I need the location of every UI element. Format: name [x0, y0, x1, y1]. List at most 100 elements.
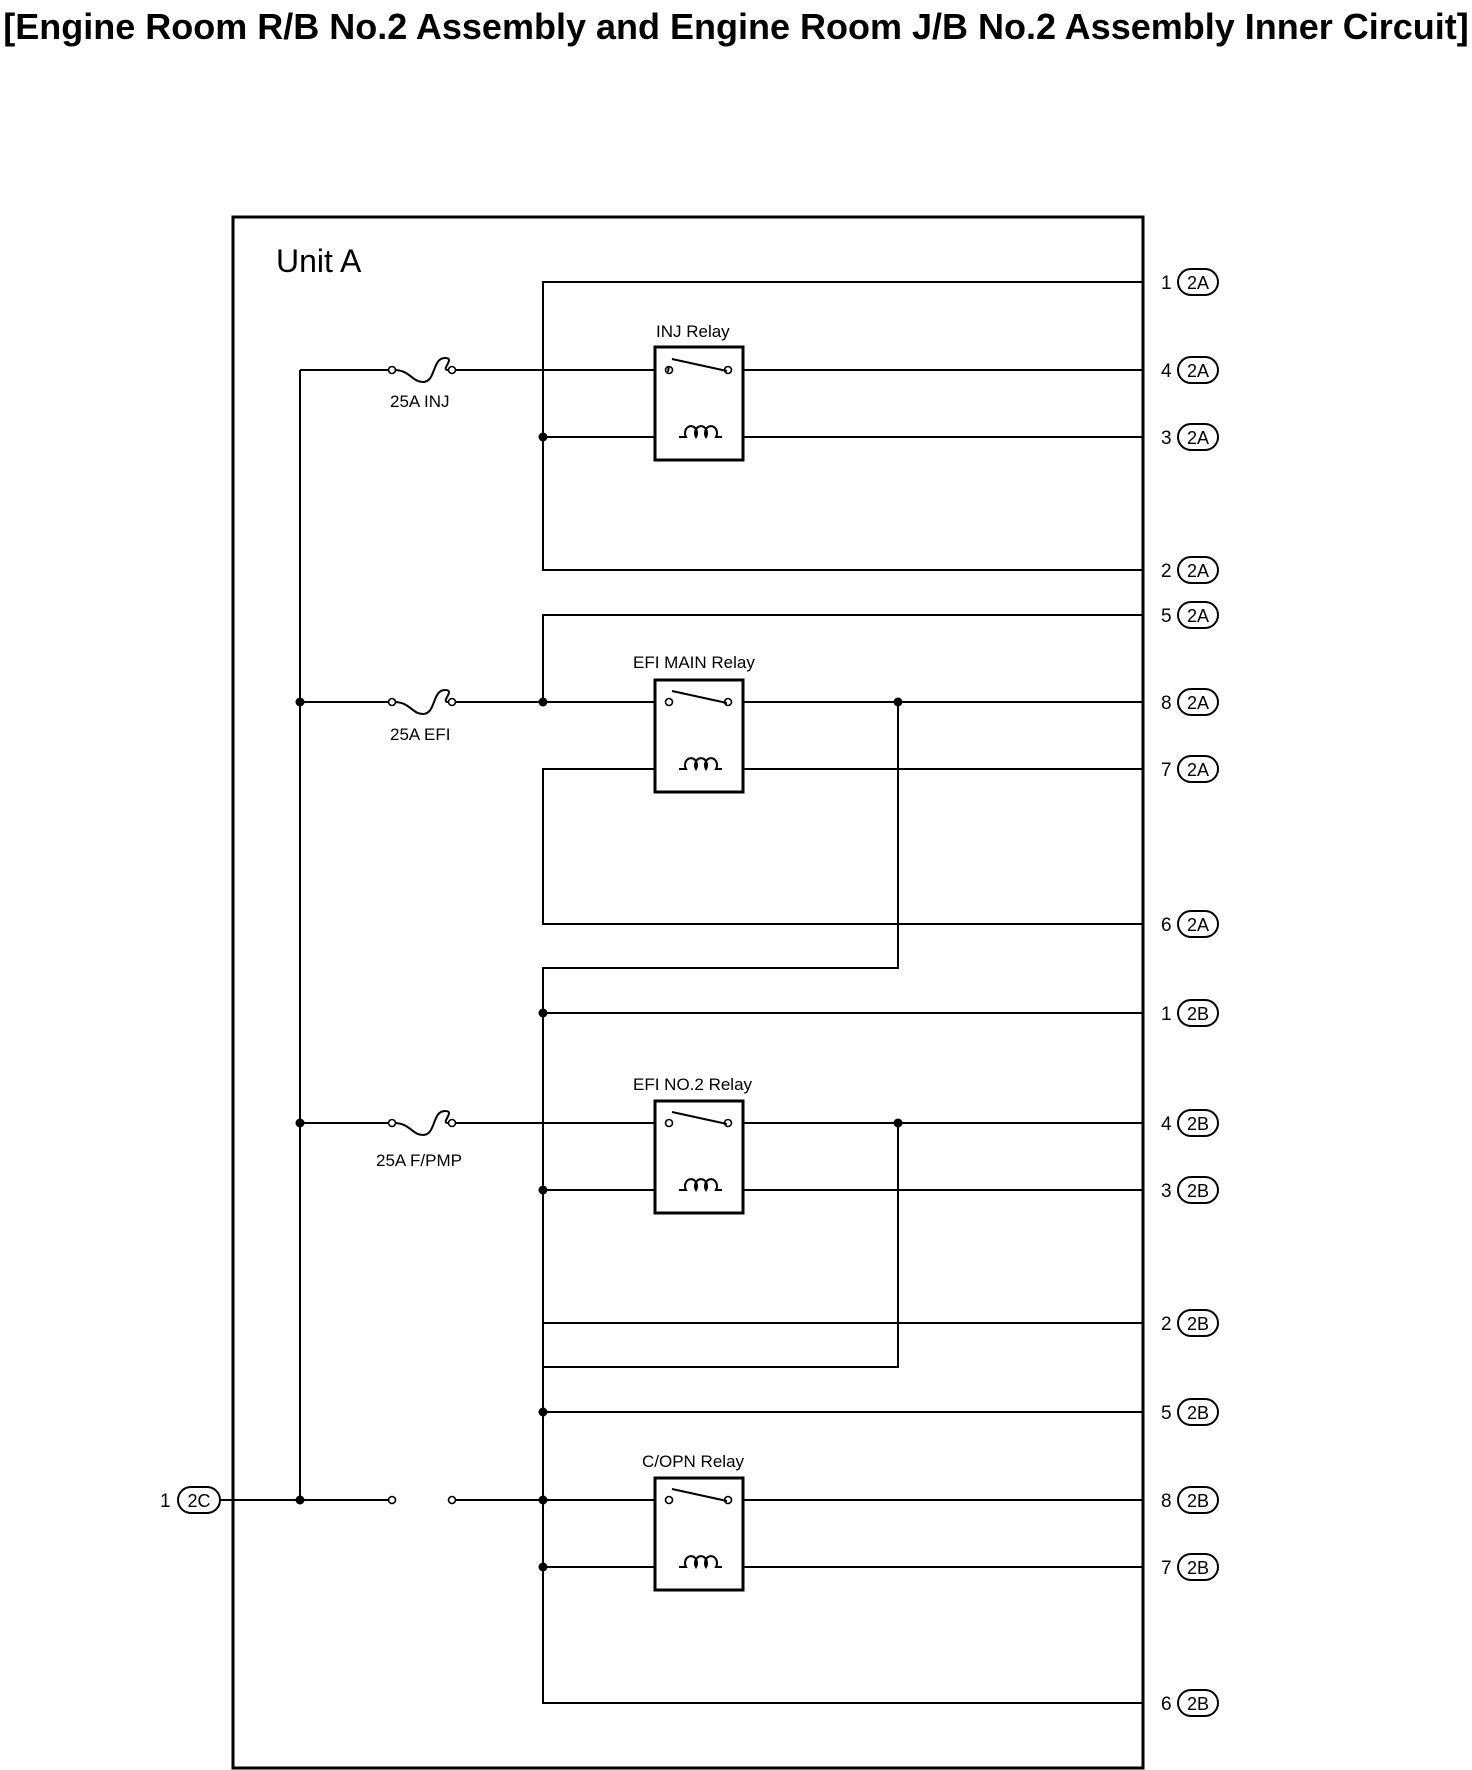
connector-oval — [1177, 1689, 1219, 1717]
connector-oval — [1177, 688, 1219, 716]
terminal-pin-number: 6 — [1161, 1694, 1172, 1715]
junction-dot — [295, 1118, 305, 1128]
unit-a-boundary — [231, 215, 1145, 1770]
terminal-7-2a: 7 2A — [1161, 755, 1219, 783]
connector-code: 2A — [1187, 361, 1209, 381]
terminal-2-2a: 2 2A — [1161, 556, 1219, 584]
efi-main-coil-loop — [542, 768, 1143, 925]
connector-code: 2B — [1187, 1314, 1209, 1334]
connector-code: 2B — [1187, 1694, 1209, 1714]
connector-oval — [1177, 423, 1219, 451]
terminal-7-2b: 7 2B — [1161, 1553, 1219, 1581]
junction-dot — [538, 1562, 548, 1572]
terminal-5-2b: 5 2B — [1161, 1398, 1219, 1426]
terminal-1-2b: 1 2B — [1161, 999, 1219, 1027]
terminal-4-2b: 4 2B — [1161, 1109, 1219, 1137]
terminal-8-2b: 8 2B — [1161, 1486, 1219, 1514]
terminal-6-2a: 6 2A — [1161, 910, 1219, 938]
junction-dot — [893, 697, 903, 707]
fuse-label: 25A EFI — [390, 725, 450, 744]
connector-code: 2A — [1187, 915, 1209, 935]
terminal-pin-number: 7 — [1161, 760, 1172, 781]
fuse-label: 25A INJ — [390, 392, 450, 411]
diagram-title: [Engine Room R/B No.2 Assembly and Engin… — [3, 6, 1469, 47]
terminal-pin-number: 7 — [1161, 1558, 1172, 1579]
fuse-25a-efi — [387, 688, 457, 716]
connector-code: 2A — [1187, 693, 1209, 713]
junction-dot — [538, 697, 548, 707]
terminal-pin-number: 1 — [1161, 273, 1172, 294]
terminal-pin-number: 3 — [1161, 1181, 1172, 1202]
terminal-3-2a: 3 2A — [1161, 423, 1219, 451]
relay-label: EFI NO.2 Relay — [633, 1075, 753, 1094]
terminal-1-2a: 1 2A — [1161, 268, 1219, 296]
terminal-4-2a: 4 2A — [1161, 356, 1219, 384]
terminal-pin-number: 2 — [1161, 561, 1172, 582]
connector-code: 2B — [1187, 1491, 1209, 1511]
terminal-pin-number: 6 — [1161, 915, 1172, 936]
connector-oval — [1177, 356, 1219, 384]
unit-label: Unit A — [276, 243, 362, 279]
junction-dot — [295, 1495, 305, 1505]
terminal-pin-number: 4 — [1161, 1114, 1172, 1135]
terminal-6-2b: 6 2B — [1161, 1689, 1219, 1717]
connector-oval — [1177, 601, 1219, 629]
relay-label: C/OPN Relay — [642, 1452, 745, 1471]
relay-efi-no2 — [653, 1099, 745, 1215]
connector-oval — [1177, 755, 1219, 783]
terminal-pin-number: 3 — [1161, 428, 1172, 449]
terminal-1-2c: 1 2C — [160, 1486, 221, 1514]
connector-code: 2A — [1187, 561, 1209, 581]
relay-label: EFI MAIN Relay — [633, 653, 755, 672]
connector-code: 2B — [1187, 1558, 1209, 1578]
connector-oval — [1177, 999, 1219, 1027]
relay-inj — [653, 345, 745, 462]
connector-code: 2B — [1187, 1403, 1209, 1423]
efi-to-term-5-2a — [542, 614, 1143, 702]
terminal-pin-number: 8 — [1161, 693, 1172, 714]
connector-code: 2A — [1187, 606, 1209, 626]
terminal-pin-number: 4 — [1161, 361, 1172, 382]
inj-ground-loop — [542, 281, 1143, 571]
terminal-pin-number: 1 — [1161, 1004, 1172, 1025]
connector-oval — [1177, 556, 1219, 584]
junction-dot — [538, 1495, 548, 1505]
junction-dot — [295, 697, 305, 707]
connector-oval — [1177, 1309, 1219, 1337]
connector-oval — [1177, 910, 1219, 938]
terminal-pin-number: 8 — [1161, 1491, 1172, 1512]
connector-oval — [1177, 268, 1219, 296]
connector-code: 2A — [1187, 760, 1209, 780]
connector-oval — [1177, 1553, 1219, 1581]
junction-dot — [538, 1185, 548, 1195]
terminal-pin-number: 5 — [1161, 1403, 1172, 1424]
junction-dot — [538, 1407, 548, 1417]
terminal-8-2a: 8 2A — [1161, 688, 1219, 716]
connector-code: 2A — [1187, 428, 1209, 448]
connector-code: 2A — [1187, 273, 1209, 293]
svg-text:2C: 2C — [187, 1491, 210, 1511]
efi-no2-output-loop — [543, 1123, 899, 1368]
fuse-label: 25A F/PMP — [376, 1151, 462, 1170]
connector-oval — [1177, 1109, 1219, 1137]
terminal-pin-number: 5 — [1161, 606, 1172, 627]
efi-main-output-to-ground — [542, 702, 1143, 1704]
relay-c-opn — [653, 1476, 745, 1592]
terminal-5-2a: 5 2A — [1161, 601, 1219, 629]
svg-text:1: 1 — [160, 1491, 171, 1512]
junction-dot — [893, 1118, 903, 1128]
connector-code: 2B — [1187, 1114, 1209, 1134]
junction-dot — [538, 1008, 548, 1018]
fuse-25a-inj — [387, 356, 457, 384]
connector-oval — [1177, 1398, 1219, 1426]
connector-code: 2B — [1187, 1004, 1209, 1024]
connector-oval — [1177, 1176, 1219, 1204]
open-link — [387, 1495, 457, 1505]
junction-dot — [538, 432, 548, 442]
relay-efi-main — [653, 678, 745, 794]
relay-label: INJ Relay — [656, 322, 730, 341]
